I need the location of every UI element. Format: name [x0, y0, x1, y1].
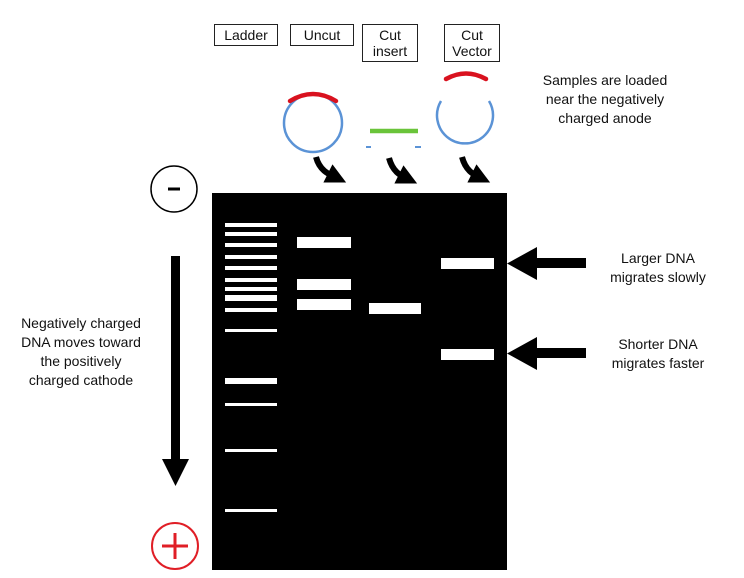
ladder-band [225, 509, 277, 512]
ladder-band [225, 287, 277, 291]
shorter-dna-arrow-icon [507, 337, 586, 370]
cut-vector-icon [435, 71, 495, 145]
uncut-band [297, 299, 351, 310]
lane-label-cut-vector: Cut Vector [444, 24, 500, 62]
ladder-band [225, 449, 277, 452]
larger-dna-arrow-icon [507, 247, 586, 280]
lane-label-cut-insert: Cut insert [362, 24, 418, 62]
ladder-band [225, 255, 277, 259]
ladder-band [225, 308, 277, 312]
ladder-band [225, 266, 277, 270]
note-migration: Negatively charged DNA moves toward the … [21, 315, 141, 388]
ladder-band [225, 295, 277, 301]
curved-arrow-icon [313, 156, 347, 183]
uncut-plasmid-icon [282, 91, 344, 154]
curved-arrow-icon [459, 156, 491, 183]
ladder-band [225, 232, 277, 236]
ladder-band [225, 223, 277, 227]
ladder-band [225, 243, 277, 247]
ladder-band [225, 403, 277, 406]
note-sample-loading: Samples are loaded near the negatively c… [542, 72, 668, 126]
note-shorter-dna: Shorter DNA migrates faster [611, 336, 705, 371]
curved-arrow-icon [386, 157, 418, 184]
insert-fragment-icon [366, 128, 421, 148]
uncut-band [297, 237, 351, 248]
ladder-band [225, 329, 277, 332]
lane-label-ladder: Ladder [214, 24, 278, 46]
ladder-band [225, 378, 277, 384]
cut-insert-band [369, 303, 421, 314]
cut-vector-band [441, 258, 494, 269]
gel [212, 193, 507, 570]
note-larger-dna: Larger DNA migrates slowly [610, 250, 706, 285]
uncut-band [297, 279, 351, 290]
lane-label-uncut: Uncut [290, 24, 354, 46]
migration-arrow-icon [162, 256, 189, 486]
ladder-band [225, 278, 277, 282]
cut-vector-band [441, 349, 494, 360]
